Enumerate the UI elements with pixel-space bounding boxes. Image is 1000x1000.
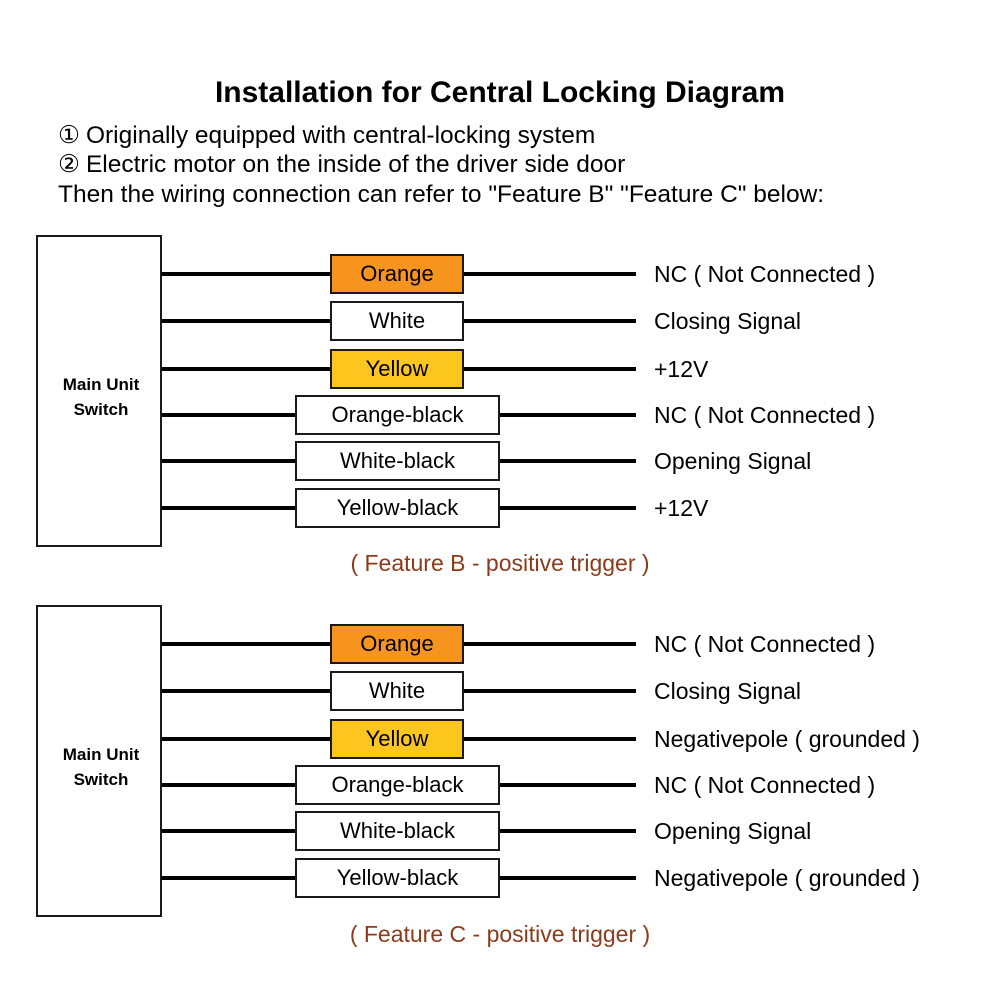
signal-label: NC ( Not Connected ) — [654, 402, 876, 428]
signal-label: Opening Signal — [654, 448, 812, 474]
wire-label-chip: Yellow — [330, 349, 464, 389]
wire-label-chip: Yellow-black — [295, 488, 500, 528]
signal-label: +12V — [654, 495, 709, 521]
wire-label-chip: Orange-black — [295, 765, 500, 805]
wire-line-left — [162, 506, 295, 510]
wire-label-chip: White — [330, 671, 464, 711]
diagram-feature-b: Main Unit Switch Orange NC ( Not Connect… — [0, 230, 1000, 590]
closing-note: Then the wiring connection can refer to … — [58, 181, 825, 208]
signal-label: NC ( Not Connected ) — [654, 772, 876, 798]
circled-number-1-icon: ① — [58, 122, 80, 149]
wire-label-chip: Yellow — [330, 719, 464, 759]
wire-line-left — [162, 783, 295, 787]
wire-line-right — [464, 689, 636, 693]
wire-label-chip: Yellow-black — [295, 858, 500, 898]
main-unit-switch-label-c: Main Unit Switch — [62, 745, 140, 789]
wire-label-chip: White — [330, 301, 464, 341]
wire-line-right — [500, 506, 636, 510]
circled-number-2-icon: ② — [58, 151, 80, 178]
wire-line-right — [500, 783, 636, 787]
wire-line-left — [162, 737, 330, 741]
wire-line-left — [162, 367, 330, 371]
main-unit-switch-box-c: Main Unit Switch — [36, 605, 162, 917]
wire-line-right — [464, 272, 636, 276]
diagram-feature-c: Main Unit Switch Orange NC ( Not Connect… — [0, 600, 1000, 960]
wire-line-left — [162, 689, 330, 693]
wire-line-right — [464, 319, 636, 323]
wire-label-chip: Orange — [330, 254, 464, 294]
wire-line-right — [464, 737, 636, 741]
signal-label: NC ( Not Connected ) — [654, 261, 876, 287]
wire-line-left — [162, 459, 295, 463]
signal-label: Closing Signal — [654, 308, 802, 334]
signal-label: Negativepole ( grounded ) — [654, 726, 920, 752]
main-unit-switch-box-b: Main Unit Switch — [36, 235, 162, 547]
wire-line-right — [464, 367, 636, 371]
note-text-2: Electric motor on the inside of the driv… — [85, 151, 626, 178]
wire-line-left — [162, 319, 330, 323]
wire-line-right — [464, 642, 636, 646]
wire-label-chip: White-black — [295, 441, 500, 481]
caption-feature-c: ( Feature C - positive trigger ) — [349, 921, 651, 947]
signal-label: Closing Signal — [654, 678, 802, 704]
wire-line-right — [500, 876, 636, 880]
wire-line-left — [162, 642, 330, 646]
wire-line-left — [162, 829, 295, 833]
wire-label-chip: Orange-black — [295, 395, 500, 435]
signal-label: Opening Signal — [654, 818, 812, 844]
signal-label: NC ( Not Connected ) — [654, 631, 876, 657]
wire-line-right — [500, 829, 636, 833]
wire-line-left — [162, 413, 295, 417]
page-title: Installation for Central Locking Diagram — [214, 76, 786, 109]
main-unit-switch-label-b: Main Unit Switch — [62, 375, 140, 419]
wire-line-right — [500, 459, 636, 463]
note-text-1: Originally equipped with central-locking… — [85, 122, 596, 149]
wire-line-right — [500, 413, 636, 417]
signal-label: +12V — [654, 356, 709, 382]
signal-label: Negativepole ( grounded ) — [654, 865, 920, 891]
caption-feature-b: ( Feature B - positive trigger ) — [350, 550, 650, 576]
wire-label-chip: Orange — [330, 624, 464, 664]
wire-line-left — [162, 272, 330, 276]
wire-label-chip: White-black — [295, 811, 500, 851]
wire-line-left — [162, 876, 295, 880]
